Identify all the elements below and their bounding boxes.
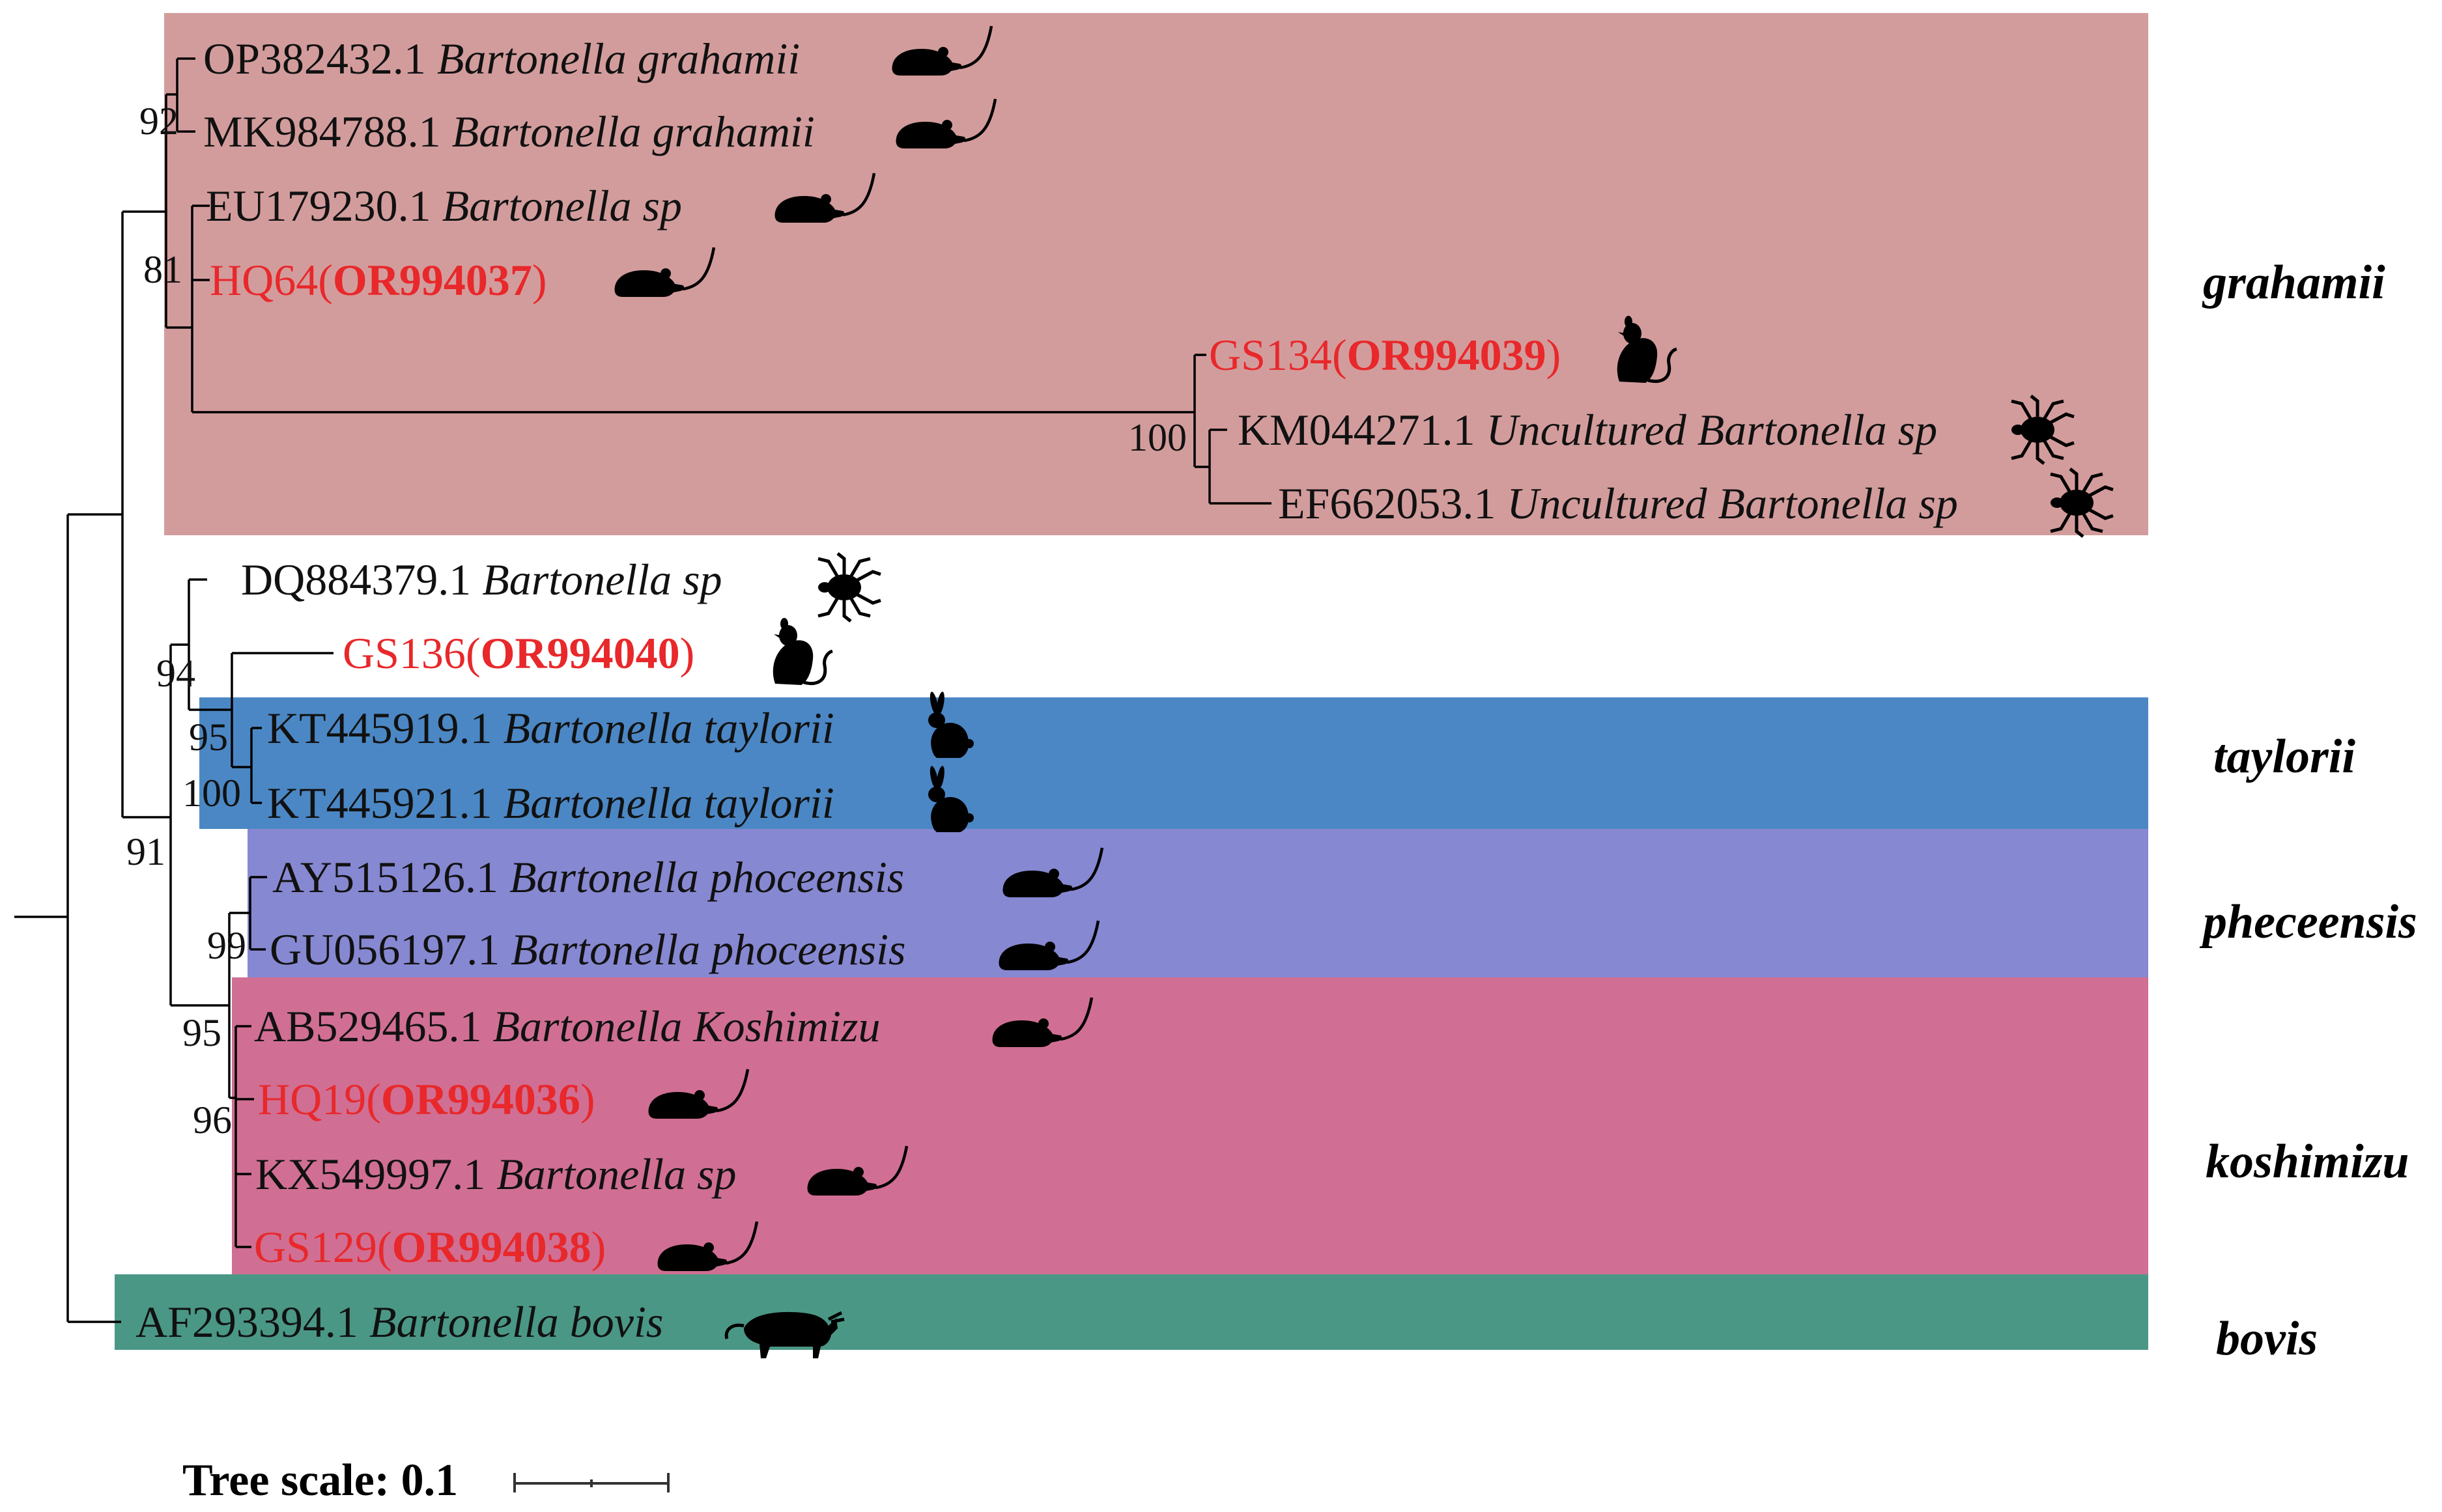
leaf-label-highlight: GS136(OR994040)	[343, 628, 694, 678]
leaf-label-highlight: GS134(OR994039)	[1209, 330, 1561, 380]
clade-label-taylorii: taylorii	[2213, 730, 2355, 783]
bootstrap-values: 92 81 100 94 95 100 91 99 95 96	[126, 100, 1187, 1141]
leaf-label: KT445921.1 Bartonella taylorii	[267, 778, 834, 828]
bootstrap-value: 100	[182, 772, 241, 815]
clade-labels: grahamii taylorii pheceensis koshimizu b…	[2199, 256, 2417, 1365]
tick-icon	[818, 553, 881, 621]
tree-scale-label: Tree scale: 0.1	[182, 1455, 458, 1505]
tree-scale-bar	[513, 1473, 670, 1492]
leaf-label: GU056197.1 Bartonella phoceensis	[270, 925, 905, 974]
clade-label-koshimizu: koshimizu	[2206, 1135, 2409, 1188]
clade-block-taylorii	[199, 697, 2148, 829]
bootstrap-value: 95	[189, 716, 228, 759]
bootstrap-value: 100	[1128, 416, 1187, 459]
clade-block-grahamii	[164, 13, 2148, 535]
tree-scale: Tree scale: 0.1	[182, 1455, 670, 1505]
bootstrap-value: 99	[207, 924, 246, 967]
leaf-label: DQ884379.1 Bartonella sp	[241, 555, 722, 604]
gerbil-icon	[773, 618, 832, 685]
leaf-label: EU179230.1 Bartonella sp	[206, 181, 682, 231]
bootstrap-value: 96	[193, 1099, 232, 1141]
clade-block-bovis	[115, 1274, 2148, 1350]
leaf-label: KT445919.1 Bartonella taylorii	[267, 703, 834, 753]
leaf-label-highlight: HQ64(OR994037)	[210, 255, 547, 305]
leaf-label: AY515126.1 Bartonella phoceensis	[272, 852, 904, 902]
tree-branches	[14, 57, 1271, 1323]
bootstrap-value: 81	[143, 248, 182, 291]
bootstrap-value: 95	[182, 1011, 221, 1054]
leaf-label: EF662053.1 Uncultured Bartonella sp	[1278, 479, 1958, 528]
leaf-label: AF293394.1 Bartonella bovis	[135, 1297, 663, 1347]
leaf-label: KX549997.1 Bartonella sp	[255, 1149, 737, 1199]
clade-label-grahamii: grahamii	[2202, 256, 2385, 309]
bootstrap-value: 91	[126, 830, 165, 873]
leaf-label: OP382432.1 Bartonella grahamii	[203, 34, 800, 83]
leaf-label-highlight: HQ19(OR994036)	[258, 1074, 595, 1124]
leaf-labels: OP382432.1 Bartonella grahamii MK984788.…	[135, 34, 1958, 1347]
clade-block-koshimizu	[232, 977, 2148, 1274]
clade-label-phoceensis: pheceensis	[2199, 895, 2417, 949]
clade-block-phoceensis	[248, 829, 2148, 977]
bootstrap-value: 94	[156, 652, 195, 695]
clade-label-bovis: bovis	[2216, 1312, 2318, 1365]
bootstrap-value: 92	[139, 100, 178, 143]
leaf-label: AB529465.1 Bartonella Koshimizu	[254, 1001, 881, 1051]
leaf-label-highlight: GS129(OR994038)	[254, 1222, 606, 1272]
rodent-tails	[682, 25, 1104, 1265]
leaf-label: KM044271.1 Uncultured Bartonella sp	[1238, 405, 1937, 455]
leaf-label: MK984788.1 Bartonella grahamii	[203, 107, 815, 156]
